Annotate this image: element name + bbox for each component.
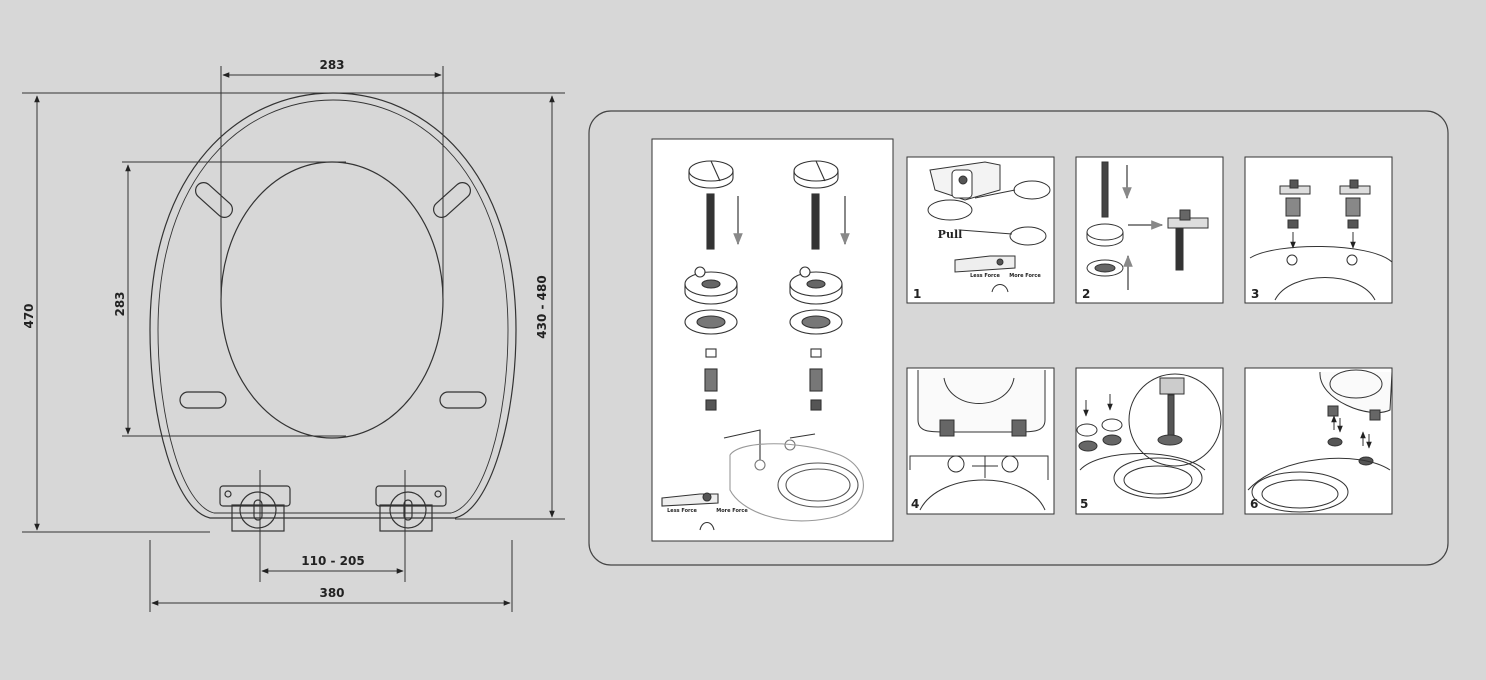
step-4-panel: 4 bbox=[906, 367, 1055, 515]
dim-inner-height: 283 bbox=[113, 291, 127, 316]
seat-dimension-drawing bbox=[149, 92, 517, 532]
dim-range-height: 430 - 480 bbox=[535, 275, 549, 338]
step-6-panel: 6 bbox=[1244, 367, 1393, 515]
step-3-number: 3 bbox=[1251, 287, 1259, 301]
step-2-panel: 2 bbox=[1075, 156, 1224, 304]
hinge-left bbox=[219, 485, 291, 532]
step-1-panel: Pull Less Force More Force 1 bbox=[906, 156, 1055, 304]
step-1-number: 1 bbox=[913, 287, 921, 301]
exploded-view-panel: Less Force More Force bbox=[651, 138, 894, 542]
hinge-right bbox=[375, 485, 447, 532]
slot-top-left bbox=[194, 182, 234, 218]
dimension-lines bbox=[22, 66, 565, 612]
step-5-number: 5 bbox=[1080, 497, 1088, 511]
step-4-number: 4 bbox=[911, 497, 919, 511]
slot-bottom-right bbox=[439, 391, 487, 409]
dimension-labels: 283 470 283 430 - 480 110 - 205 380 bbox=[22, 58, 549, 600]
step-6-number: 6 bbox=[1250, 497, 1258, 511]
step1-less-force: Less Force bbox=[970, 273, 1000, 279]
panel0-more-force: More Force bbox=[716, 508, 748, 514]
step1-more-force: More Force bbox=[1009, 273, 1041, 279]
dim-hinge-spacing: 110 - 205 bbox=[301, 554, 364, 568]
dim-total-height: 470 bbox=[22, 303, 36, 328]
slot-bottom-left bbox=[179, 391, 227, 409]
install-panel-frame bbox=[588, 110, 1449, 566]
dim-total-width: 380 bbox=[319, 586, 344, 600]
panel0-less-force: Less Force bbox=[667, 508, 697, 514]
step-5-panel: 5 bbox=[1075, 367, 1224, 515]
seat-outer-outline bbox=[149, 92, 517, 519]
slot-top-right bbox=[432, 182, 472, 218]
step-2-number: 2 bbox=[1082, 287, 1090, 301]
step-3-panel: 3 bbox=[1244, 156, 1393, 304]
dim-top-width: 283 bbox=[319, 58, 344, 72]
pull-label: Pull bbox=[938, 228, 963, 241]
seat-inner-opening bbox=[220, 161, 444, 439]
